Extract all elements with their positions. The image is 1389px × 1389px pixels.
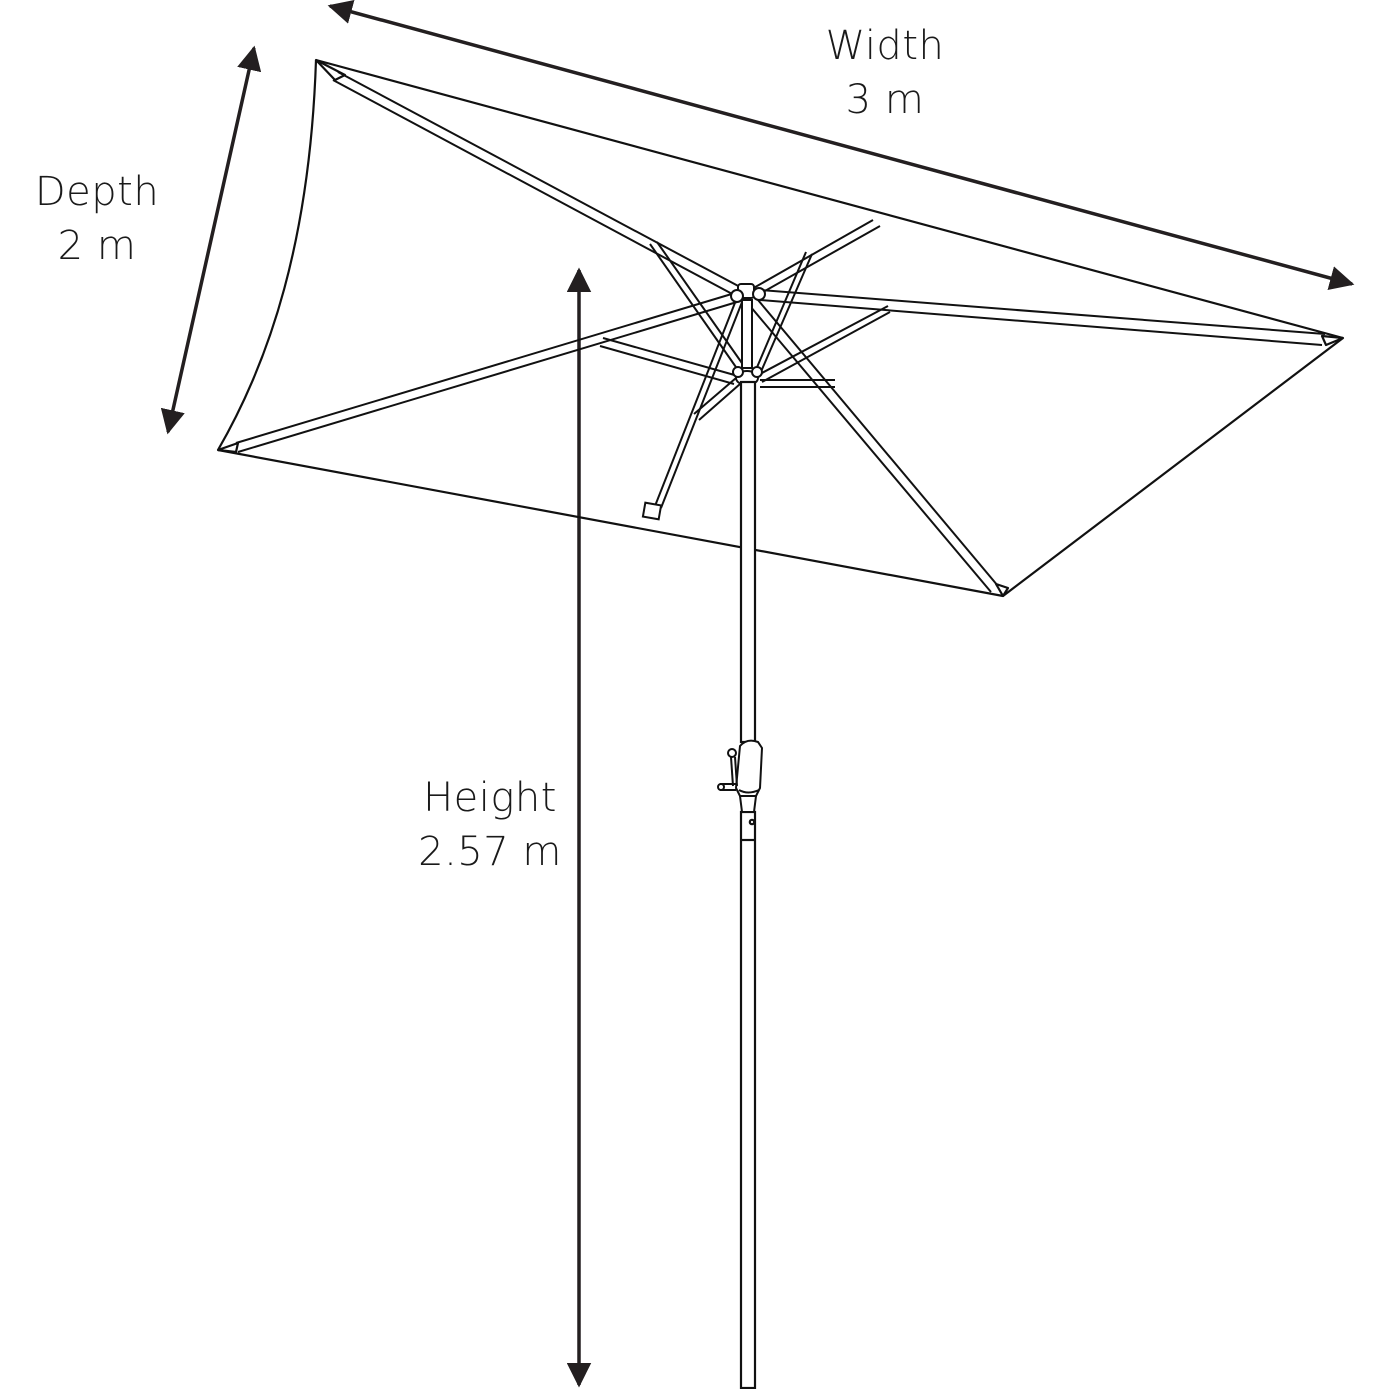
- runner: [732, 299, 763, 386]
- canopy-struts: [599, 241, 891, 521]
- depth-dimension-arrow: [160, 45, 262, 435]
- width-label-title: Width: [825, 23, 945, 69]
- canopy-ribs: [235, 71, 1326, 593]
- canopy-outline: [216, 58, 1345, 598]
- depth-label-value: 2 m: [57, 223, 137, 269]
- width-label: Width 3 m: [810, 19, 960, 127]
- height-label: Height 2.57 m: [405, 771, 575, 879]
- width-dimension-arrow: [327, 0, 1355, 291]
- depth-label: Depth 2 m: [22, 165, 172, 273]
- top-hub: [730, 283, 766, 303]
- height-label-value: 2.57 m: [418, 829, 562, 875]
- depth-label-title: Depth: [34, 169, 160, 215]
- umbrella-pole: [739, 380, 757, 1389]
- width-label-value: 3 m: [845, 77, 925, 123]
- tilt-crank-mechanism: [717, 739, 764, 813]
- height-label-title: Height: [423, 775, 557, 821]
